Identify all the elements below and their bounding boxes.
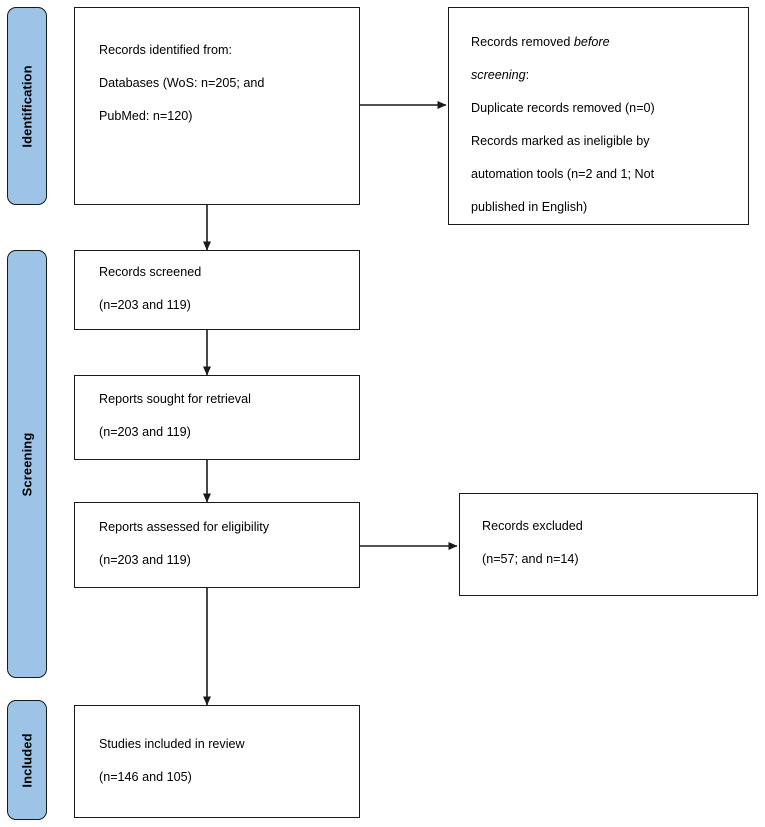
text-line: Reports sought for retrieval — [99, 392, 251, 406]
box-records-screened: Records screened (n=203 and 119) — [74, 250, 360, 330]
text-line: Records screened — [99, 265, 202, 279]
box-records-screened-text: Records screened (n=203 and 119) — [99, 256, 349, 322]
text-line: Records identified from: — [99, 43, 232, 57]
box-reports-sought-text: Reports sought for retrieval (n=203 and … — [99, 383, 349, 449]
text-line: Databases (WoS: n=205; and — [99, 76, 265, 90]
text-line: Records marked as ineligible by — [471, 134, 650, 148]
box-studies-included-text: Studies included in review (n=146 and 10… — [99, 728, 349, 794]
box-reports-sought: Reports sought for retrieval (n=203 and … — [74, 375, 360, 460]
text-line: automation tools (n=2 and 1; Not — [471, 167, 655, 181]
stage-label-identification: Identification — [19, 64, 35, 148]
box-studies-included: Studies included in review (n=146 and 10… — [74, 705, 360, 818]
text-line: (n=203 and 119) — [99, 553, 191, 567]
text-line-removed-2: screening: — [471, 59, 738, 92]
stage-label-screening: Screening — [19, 432, 35, 496]
box-records-identified-text: Records identified from: Databases (WoS:… — [99, 34, 349, 133]
stage-bar-included: Included — [7, 700, 47, 820]
text-line: PubMed: n=120) — [99, 109, 193, 123]
box-records-excluded-text: Records excluded (n=57; and n=14) — [482, 510, 747, 576]
text-removed-italic-before: before — [573, 35, 610, 49]
text-line: Studies included in review — [99, 737, 245, 751]
box-records-excluded: Records excluded (n=57; and n=14) — [459, 493, 758, 596]
box-reports-assessed-text: Reports assessed for eligibility (n=203 … — [99, 511, 349, 577]
text-line: (n=57; and n=14) — [482, 552, 579, 566]
text-removed-colon: : — [525, 68, 530, 82]
text-line-removed-1: Records removed before — [471, 26, 738, 59]
stage-bar-screening: Screening — [7, 250, 47, 678]
text-line: Reports assessed for eligibility — [99, 520, 270, 534]
box-records-removed-text: Records removed before screening: Duplic… — [471, 26, 738, 224]
box-reports-assessed: Reports assessed for eligibility (n=203 … — [74, 502, 360, 588]
text-line: Records excluded — [482, 519, 583, 533]
stage-bar-identification: Identification — [7, 7, 47, 205]
text-removed-prefix: Records removed — [471, 35, 574, 49]
box-records-identified: Records identified from: Databases (WoS:… — [74, 7, 360, 205]
box-records-removed: Records removed before screening: Duplic… — [448, 7, 749, 225]
text-line: (n=146 and 105) — [99, 770, 192, 784]
stage-label-included: Included — [19, 732, 35, 788]
text-removed-italic-screening: screening — [471, 68, 526, 82]
text-line: (n=203 and 119) — [99, 425, 191, 439]
text-line: Duplicate records removed (n=0) — [471, 101, 655, 115]
text-line: (n=203 and 119) — [99, 298, 191, 312]
text-line: published in English) — [471, 200, 588, 214]
